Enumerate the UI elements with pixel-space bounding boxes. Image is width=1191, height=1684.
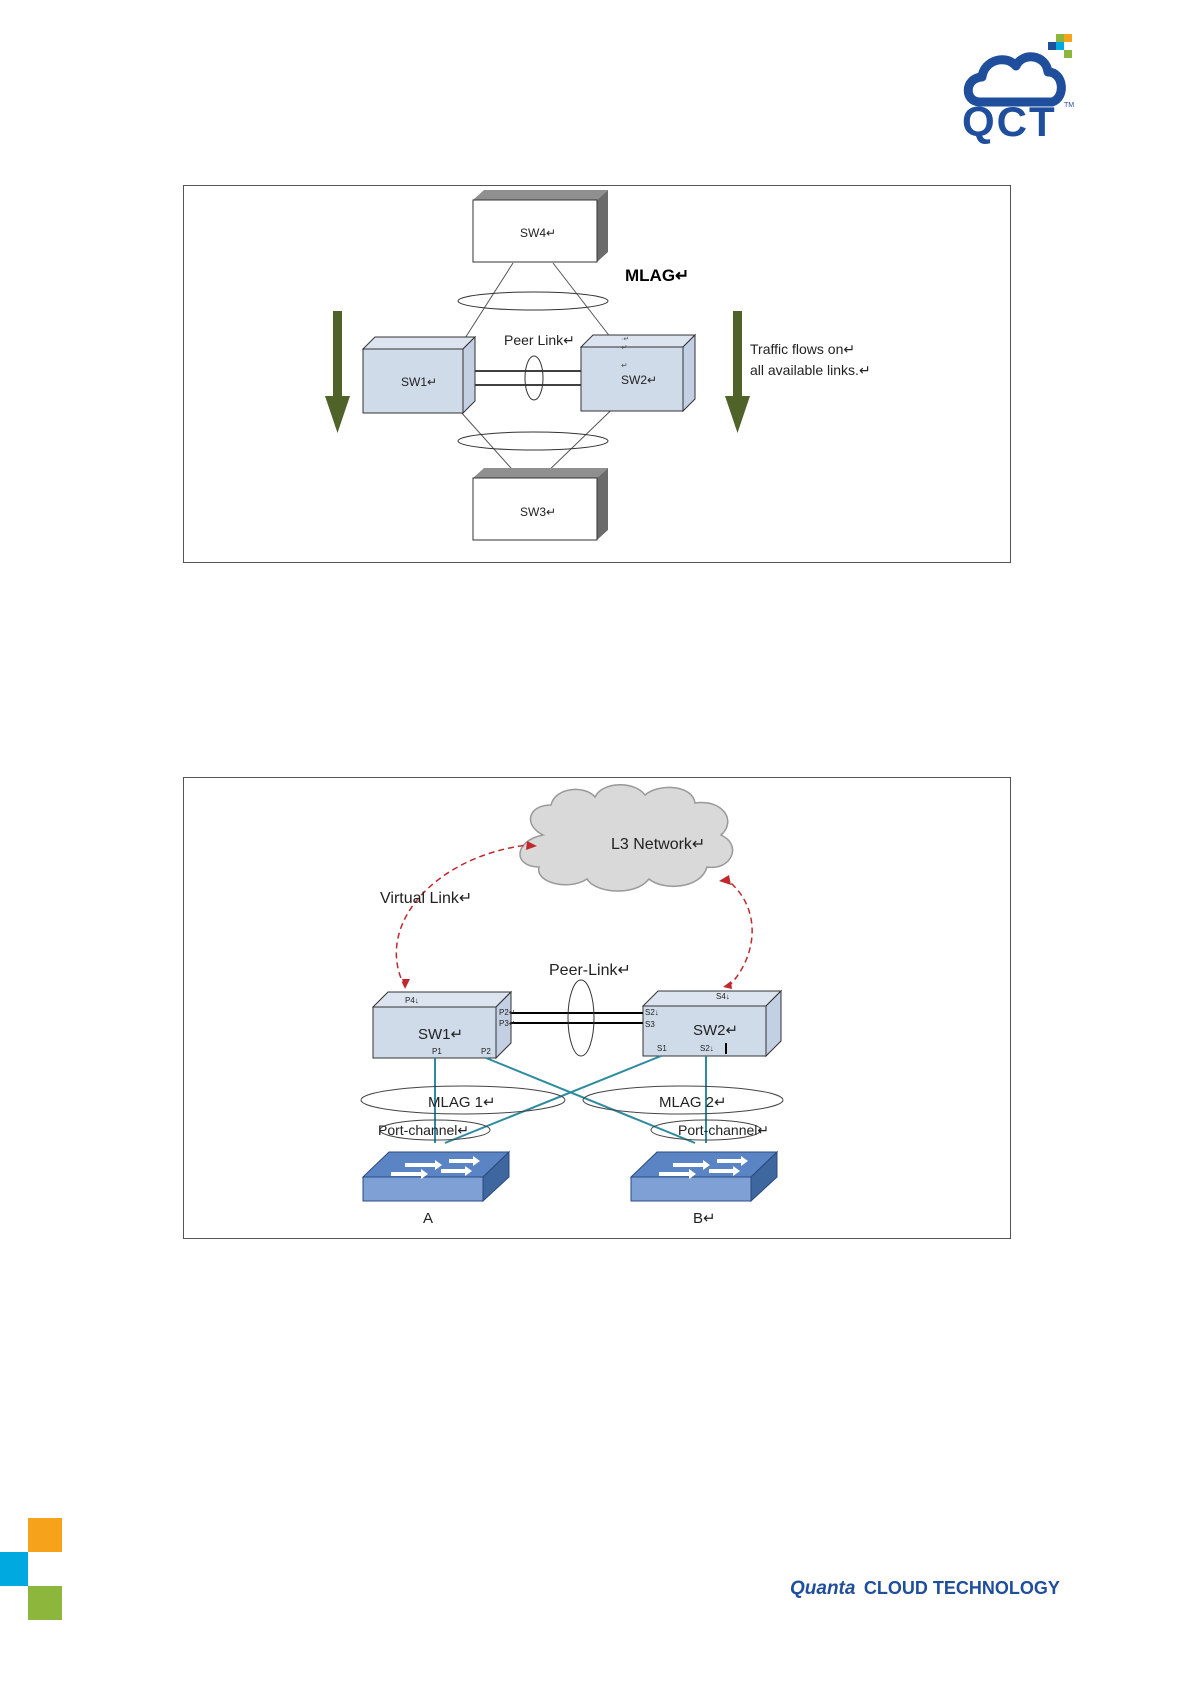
- figure-mlag-topology: SW4↵ SW3↵ SW1↵ SW2↵ MLAG↵ Peer Link↵ Tra…: [183, 185, 1011, 563]
- sw1-port-p2b: P2: [481, 1047, 491, 1056]
- host-switch-a: [363, 1152, 509, 1201]
- footer-cyan-square: [0, 1552, 28, 1586]
- port-channel-a-label: Port-channel↵: [378, 1122, 469, 1138]
- footer-green-square: [28, 1586, 62, 1620]
- figure-mlag-virtual-link: L3 Network↵ Virtual Link↵ Peer-Link↵ SW1…: [183, 777, 1011, 1239]
- sw2-port-s2b: S2↓: [700, 1044, 714, 1053]
- host-a-label: A: [423, 1210, 433, 1227]
- footer-orange-square: [28, 1518, 62, 1552]
- sw3-label: SW3↵: [520, 505, 556, 519]
- brand-quanta: Quanta: [790, 1578, 855, 1599]
- sw1-port-p3: P3↵: [499, 1019, 516, 1028]
- sw4-label: SW4↵: [520, 226, 556, 240]
- sw1-port-p1: P1: [432, 1047, 442, 1056]
- virtual-link-label: Virtual Link↵: [380, 890, 472, 907]
- logo-trademark: TM: [1064, 102, 1074, 109]
- peer-link-label: Peer-Link↵: [549, 962, 631, 979]
- mark: ↵: [621, 343, 628, 352]
- sw1-label: SW1↵: [418, 1026, 463, 1043]
- sw1-port-p4: P4↓: [405, 996, 419, 1005]
- port-channel-b-label: Port-channel↵: [678, 1122, 769, 1138]
- traffic-text-line2: all available links.↵: [750, 362, 871, 378]
- mlag2-label: MLAG 2↵: [659, 1094, 727, 1111]
- sw2-port-s3: S3: [645, 1020, 655, 1029]
- sw2-port-s2: S2↓: [645, 1008, 659, 1017]
- brand-rest: CLOUD TECHNOLOGY: [864, 1578, 1060, 1598]
- sw1-label: SW1↵: [401, 375, 437, 389]
- mark: ↵: [621, 361, 628, 370]
- sw2-label: SW2↵: [621, 373, 657, 387]
- host-b-label: B↵: [693, 1210, 716, 1227]
- mlag1-label: MLAG 1↵: [428, 1094, 496, 1111]
- sw2-port-s4: S4↓: [716, 992, 730, 1001]
- mlag-label: MLAG↵: [625, 266, 689, 285]
- switch-sw3: [473, 468, 608, 540]
- sw2-label: SW2↵: [693, 1022, 738, 1039]
- traffic-text-line1: Traffic flows on↵: [750, 341, 855, 357]
- qct-logo: QCT TM: [960, 30, 1080, 150]
- footer-brand: Quanta CLOUD TECHNOLOGY: [790, 1578, 1060, 1600]
- peer-link-label: Peer Link↵: [504, 332, 575, 348]
- mark: ·↵: [621, 336, 629, 343]
- sw2-port-s1: S1: [657, 1044, 667, 1053]
- logo-text: QCT: [962, 98, 1057, 146]
- sw1-port-p2: P2↵: [499, 1008, 516, 1017]
- l3-network-label: L3 Network↵: [611, 836, 705, 853]
- host-switch-b: [631, 1152, 777, 1201]
